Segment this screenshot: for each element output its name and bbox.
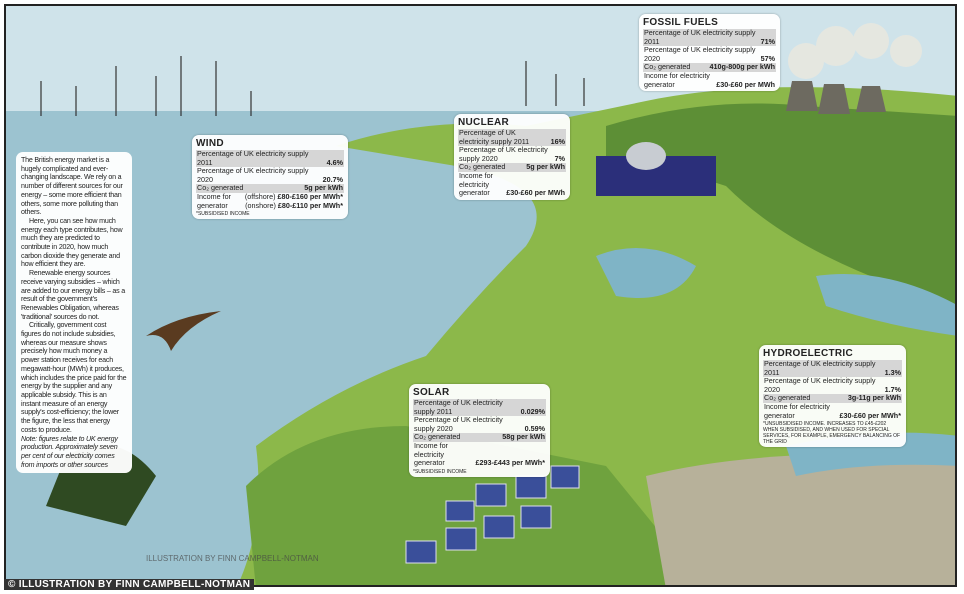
value: 0.029%	[520, 406, 545, 416]
hydroelectric-panel: HYDROELECTRIC Percentage of UK electrici…	[759, 345, 906, 448]
label: Percentage of UK electricity supply 2011	[764, 359, 876, 377]
value: 3g-11g per kWh	[847, 393, 901, 403]
intro-paragraph: Here, you can see how much energy each t…	[21, 216, 123, 269]
value: £30-£60 per MWh	[506, 188, 565, 198]
value: 71%	[760, 36, 775, 46]
label: Percentage of UK electricity supply 2020	[459, 145, 548, 163]
nuclear-panel: NUCLEAR Percentage of UK electricity sup…	[454, 114, 570, 200]
label: Percentage of UK electricity supply 2011	[459, 128, 530, 146]
value: 16%	[550, 136, 565, 146]
bird	[146, 311, 221, 351]
dam	[646, 453, 955, 585]
artist-signature: ILLUSTRATION BY FINN CAMPBELL-NOTMAN	[146, 554, 319, 563]
label: Percentage of UK electricity supply 2011	[644, 28, 756, 46]
illustration: The British energy market is a hugely co…	[4, 4, 957, 587]
label: Percentage of UK electricity supply 2011	[414, 398, 503, 416]
value: £30-£60 per MWh	[716, 79, 775, 89]
value: 7%	[554, 153, 565, 163]
label: Percentage of UK electricity supply 2011	[197, 149, 309, 167]
label: Co₂ generated	[644, 62, 691, 72]
river	[816, 274, 955, 336]
fossil-fuels-panel: FOSSIL FUELS Percentage of UK electricit…	[639, 14, 780, 92]
intro-paragraph: Critically, government cost figures do n…	[21, 321, 127, 434]
lake	[596, 248, 696, 298]
value: 1.3%	[884, 367, 901, 377]
wind-turbines	[40, 56, 585, 116]
label: Co₂ generated	[459, 162, 506, 172]
label: Percentage of UK electricity supply 2020	[197, 166, 309, 184]
value: £80-£110 per MWh*	[277, 200, 343, 210]
value: 410g-800g per kWh	[709, 62, 775, 72]
value: £30-£60 per MWh*	[839, 410, 901, 420]
label: Percentage of UK electricity supply 2020	[414, 415, 503, 433]
label: Income for electricity generator	[459, 170, 493, 198]
value: 4.6%	[326, 157, 343, 167]
label: Income for electricity generator	[764, 401, 830, 420]
value: 0.59%	[524, 423, 545, 433]
label: Co₂ generated	[414, 432, 461, 442]
smoke	[788, 23, 922, 79]
wind-panel: WIND Percentage of UK electricity supply…	[192, 135, 348, 220]
landscape-illustration	[6, 6, 955, 585]
value: £80-£160 per MWh*	[277, 191, 343, 201]
intro-paragraph: Renewable energy sources receive varying…	[21, 269, 126, 321]
label: Income for electricity generator	[644, 70, 710, 89]
panel-title: FOSSIL FUELS	[643, 17, 719, 28]
value: 5g per kWh	[526, 162, 565, 172]
label: Co₂ generated	[197, 183, 244, 193]
label: generator	[197, 200, 228, 210]
value: 5g per kWh	[304, 183, 343, 193]
value: 58g per kWh	[502, 432, 545, 442]
value: 20.7%	[322, 174, 343, 184]
label: (onshore)	[245, 200, 276, 210]
intro-note: Note: figures relate to UK energy produc…	[21, 434, 118, 469]
label: Income for electricity generator	[414, 440, 448, 468]
panel-title: NUCLEAR	[458, 117, 509, 128]
value: £293-£443 per MWh*	[475, 458, 545, 468]
panel-title: HYDROELECTRIC	[763, 348, 854, 359]
reactor-dome	[626, 142, 666, 170]
footnote: *SUBSIDISED INCOME	[196, 211, 250, 218]
footnote: *UNSUBSIDISED INCOME. INCREASES TO £45-£…	[763, 421, 901, 446]
value: 57%	[760, 53, 775, 63]
label: Co₂ generated	[764, 393, 811, 403]
solar-panel: SOLAR Percentage of UK electricity suppl…	[409, 384, 550, 477]
cooling-towers	[786, 81, 886, 114]
intro-text-panel: The British energy market is a hugely co…	[16, 152, 132, 474]
panel-title: SOLAR	[413, 387, 450, 398]
label: Income for	[197, 191, 231, 201]
hills	[606, 103, 955, 305]
intro-paragraph: The British energy market is a hugely co…	[21, 156, 123, 217]
footnote: *SUBSIDISED INCOME	[413, 468, 467, 475]
label: Percentage of UK electricity supply 2020	[644, 45, 756, 63]
label: (offshore)	[244, 191, 276, 201]
label: Percentage of UK electricity supply 2020	[764, 376, 876, 394]
panel-title: WIND	[196, 138, 224, 149]
image-credit: © ILLUSTRATION BY FINN CAMPBELL-NOTMAN	[4, 579, 255, 590]
value: 1.7%	[884, 384, 901, 394]
